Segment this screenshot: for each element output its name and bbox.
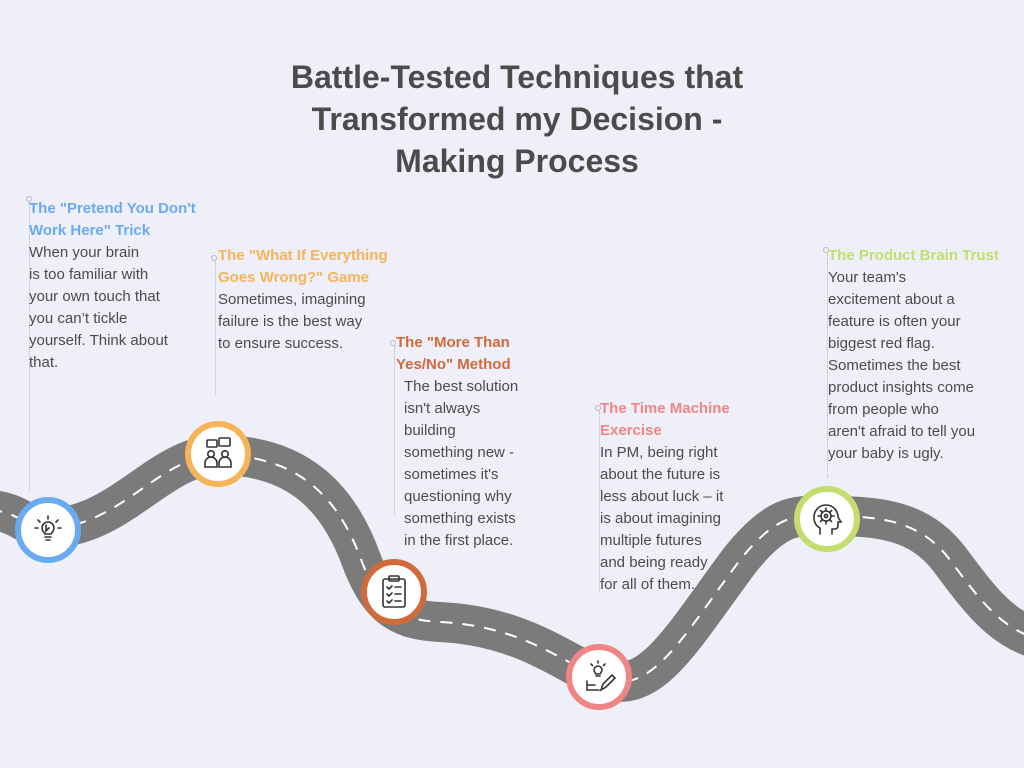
text-line: product insights come (828, 379, 974, 396)
text-line: to ensure success. (218, 335, 344, 352)
text-line: in the first place. (404, 532, 514, 549)
text-line: and being ready (600, 554, 708, 571)
heading-line: Yes/No" Method (396, 356, 511, 373)
connector-dot (26, 196, 32, 202)
text-line: building (404, 422, 456, 439)
text-line: something exists (404, 510, 516, 527)
text-line: sometimes it's (404, 466, 499, 483)
text-line: yourself. Think about (29, 332, 168, 349)
text-line: In PM, being right (600, 444, 718, 461)
text-line: is too familiar with (29, 266, 149, 283)
technique-5: The Product Brain Trust Your team's exci… (828, 245, 1024, 465)
heading-line: The "More Than (396, 334, 510, 351)
connector-dot (595, 405, 601, 411)
text-line: aren't afraid to tell you (828, 423, 976, 440)
technique-description: Sometimes, imagining failure is the best… (218, 289, 414, 355)
technique-2-node (185, 421, 251, 487)
text-line: biggest red flag. (828, 335, 935, 352)
heading-line: Goes Wrong?" Game (218, 269, 370, 286)
idea-pencil-icon (586, 660, 617, 692)
brain-head-icon (813, 504, 843, 535)
text-line: Sometimes, imagining (218, 291, 366, 308)
text-line: questioning why (404, 488, 512, 505)
text-line: When your brain (29, 244, 140, 261)
technique-5-node (794, 486, 860, 552)
technique-description: When your brain is too familiar with you… (29, 242, 219, 374)
text-line: your own touch that (29, 288, 160, 305)
connector-line (215, 261, 216, 396)
text-line: failure is the best way (218, 313, 363, 330)
text-line: feature is often your (828, 313, 961, 330)
heading-line: The "What If Everything (218, 247, 388, 264)
text-line: you can’t tickle (29, 310, 128, 327)
page-title: Battle-Tested Techniques that Transforme… (212, 56, 822, 182)
technique-2: The "What If Everything Goes Wrong?" Gam… (218, 245, 414, 355)
technique-3: The "More Than Yes/No" Method The best s… (396, 332, 546, 552)
connector-line (29, 202, 30, 492)
connector-dot (823, 247, 829, 253)
heading-line: The Time Machine (600, 400, 730, 417)
technique-description: The best solution isn't always building … (396, 376, 546, 552)
technique-4: The Time Machine Exercise In PM, being r… (600, 398, 760, 596)
connector-line (827, 253, 828, 478)
text-line: Sometimes the best (828, 357, 961, 374)
text-line: multiple futures (600, 532, 702, 549)
heading-line: Exercise (600, 422, 662, 439)
title-line: Making Process (395, 143, 639, 179)
connector-dot (390, 340, 396, 346)
technique-3-node (361, 559, 427, 625)
technique-description: Your team's excitement about a feature i… (828, 267, 1024, 465)
technique-heading: The "More Than Yes/No" Method (396, 332, 546, 376)
heading-line: The "Pretend You Don't (29, 200, 196, 217)
text-line: less about luck – it (600, 488, 724, 505)
text-line: Your team's (828, 269, 907, 286)
checklist-icon (382, 575, 406, 608)
text-line: excitement about a (828, 291, 955, 308)
connector-line (394, 346, 395, 516)
technique-heading: The Time Machine Exercise (600, 398, 760, 442)
title-line: Battle-Tested Techniques that (290, 59, 744, 95)
text-line: something new - (404, 444, 515, 461)
technique-1: The "Pretend You Don't Work Here" Trick … (29, 198, 219, 374)
idea-bulb-icon (34, 515, 62, 541)
connector-dot (211, 255, 217, 261)
text-line: for all of them. (600, 576, 696, 593)
technique-heading: The "What If Everything Goes Wrong?" Gam… (218, 245, 414, 289)
heading-line: Work Here" Trick (29, 222, 151, 239)
technique-description: In PM, being right about the future is l… (600, 442, 760, 596)
technique-4-node (566, 644, 632, 710)
heading-line: The Product Brain Trust (828, 247, 999, 264)
technique-heading: The Product Brain Trust (828, 245, 1024, 267)
text-line: your baby is ugly. (828, 445, 944, 462)
text-line: is about imagining (600, 510, 721, 527)
technique-1-node (15, 497, 81, 563)
text-line: isn't always (404, 400, 481, 417)
team-discussion-icon (204, 437, 232, 468)
title-line: Transformed my Decision - (311, 101, 723, 137)
text-line: that. (29, 354, 59, 371)
text-line: about the future is (600, 466, 721, 483)
text-line: from people who (828, 401, 939, 418)
road-center-line (0, 453, 1024, 683)
text-line: The best solution (404, 378, 519, 395)
connector-line (599, 411, 600, 591)
technique-heading: The "Pretend You Don't Work Here" Trick (29, 198, 219, 242)
